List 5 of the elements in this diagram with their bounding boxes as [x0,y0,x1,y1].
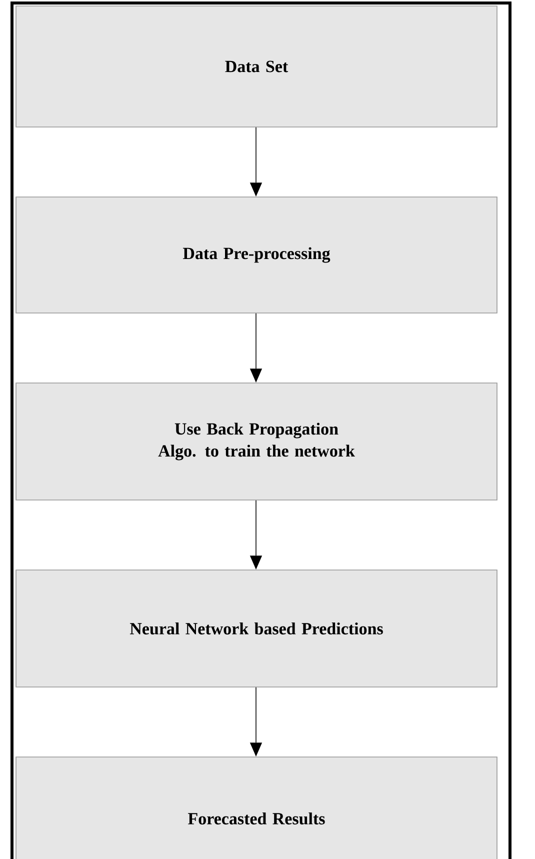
process-box: Use Back Propagation Algo. to train the network [16,382,498,500]
process-box: Neural Network based Predictions [16,570,498,688]
process-box: Forecasted Results [16,756,498,859]
process-box: Data Pre-processing [16,196,498,314]
process-box: Data Set [16,6,498,128]
